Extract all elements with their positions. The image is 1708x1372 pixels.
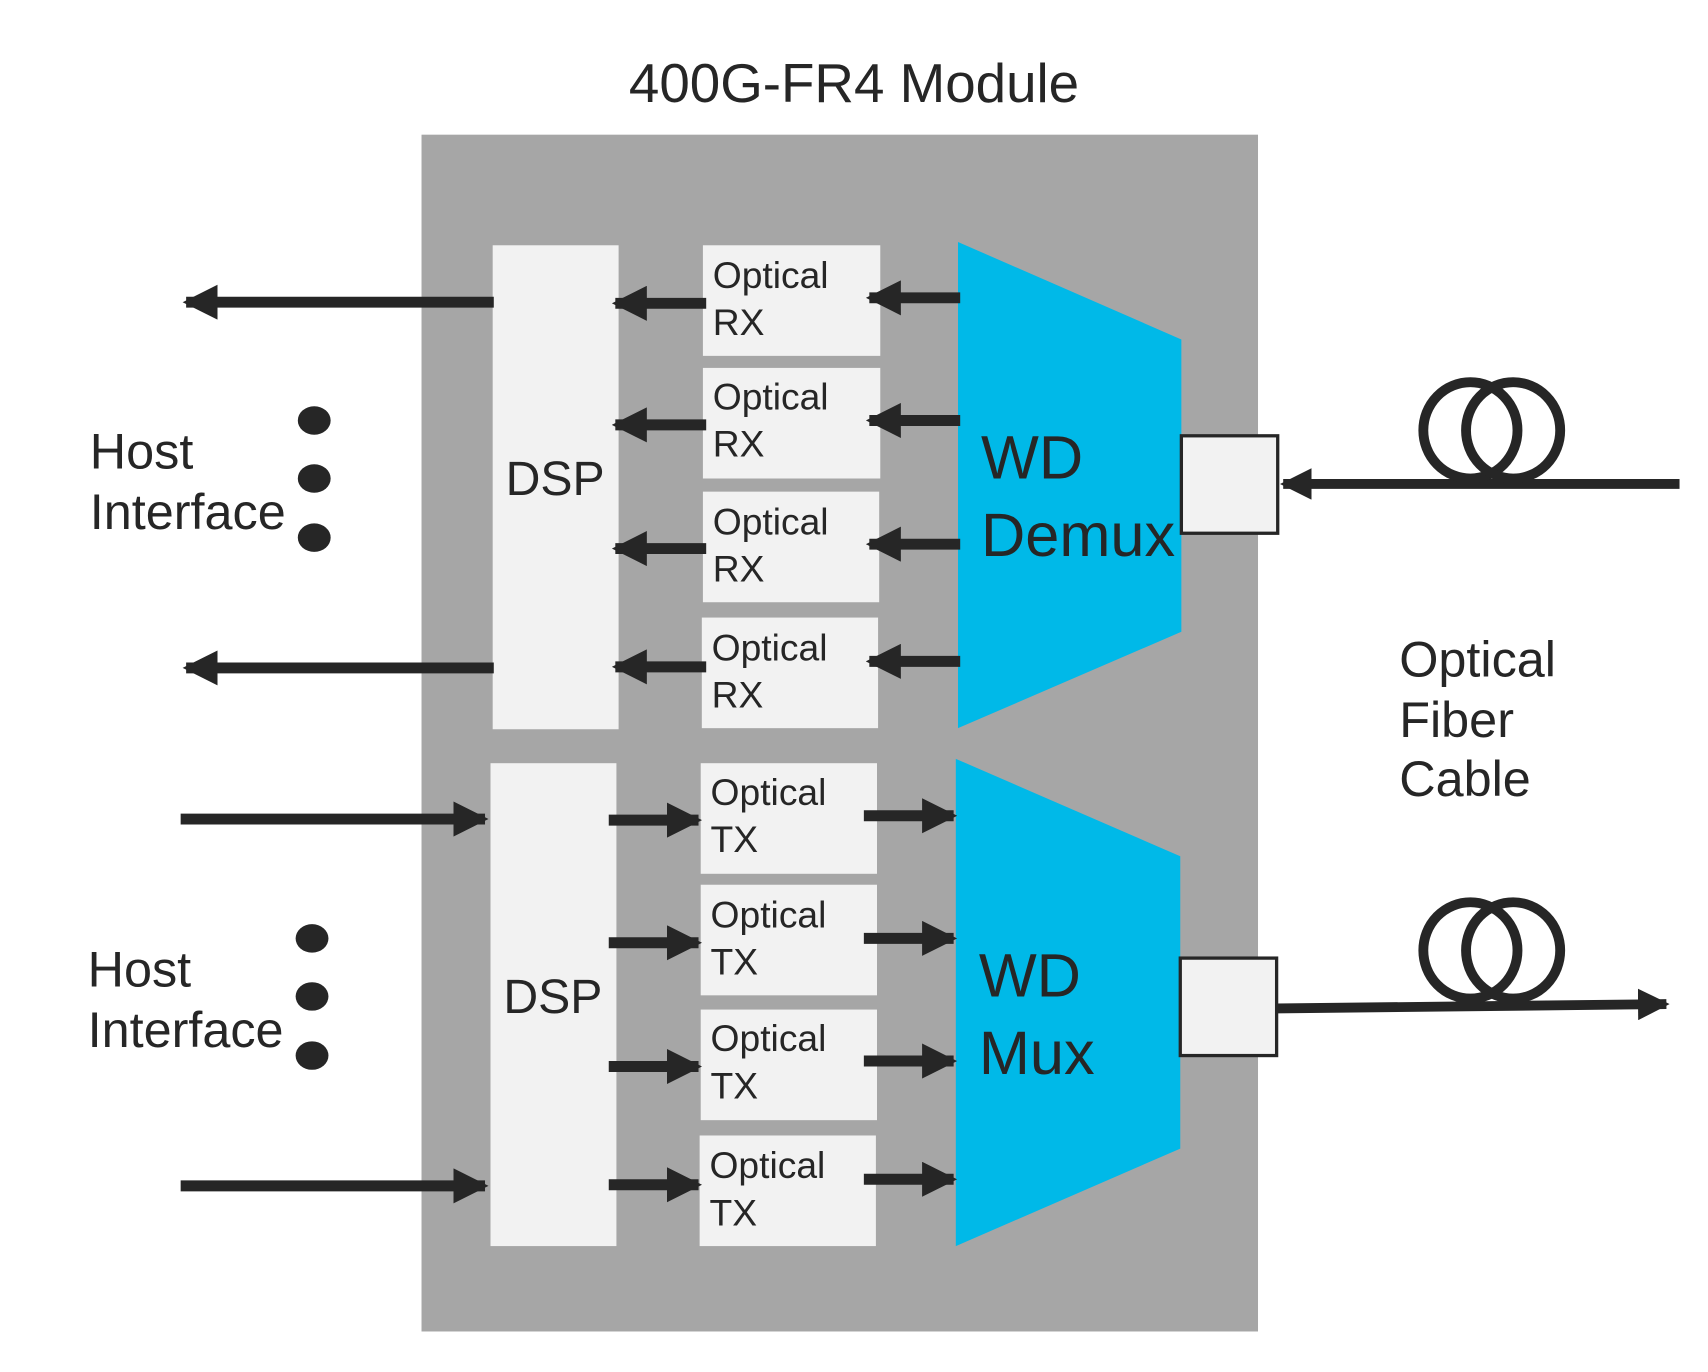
fiber-label-line1: Optical (1399, 631, 1556, 688)
svg-text:RX: RX (713, 423, 765, 465)
svg-text:RX: RX (712, 673, 764, 715)
wd-demux-label-line1: WD (981, 423, 1083, 492)
fiber-coil-icon (1418, 377, 1566, 484)
tx-host-interface-label-line1: Host (88, 941, 192, 998)
optical-rx-block: Optical RX (702, 367, 881, 479)
svg-text:Optical: Optical (713, 376, 829, 418)
svg-text:Optical: Optical (711, 893, 827, 935)
svg-text:TX: TX (711, 818, 759, 860)
rx-dsp-block (492, 245, 619, 730)
fiber-coil-icon (1418, 897, 1566, 1004)
svg-text:Optical: Optical (713, 254, 829, 296)
tx-dsp-block (490, 763, 617, 1247)
rx-host-interface-label-line2: Interface (90, 483, 286, 540)
wd-mux-label-line1: WD (979, 940, 1081, 1009)
tx-dsp-label: DSP (503, 970, 602, 1024)
svg-text:RX: RX (713, 547, 765, 589)
svg-text:Optical: Optical (711, 771, 827, 813)
transmit-path: DSP Optical TX Optical TX Optical TX Opt… (88, 758, 1670, 1247)
svg-text:TX: TX (711, 1064, 759, 1106)
optical-tx-block: Optical TX (700, 1009, 877, 1121)
wd-demux-label-line2: Demux (981, 500, 1175, 569)
optical-rx-block: Optical RX (702, 491, 880, 603)
diagram-title: 400G-FR4 Module (629, 52, 1079, 114)
optical-tx-block: Optical TX (699, 1135, 876, 1247)
receive-path: DSP Optical RX Optical RX Optical RX Opt… (90, 241, 1680, 730)
vertical-ellipsis-icon (295, 924, 329, 1070)
svg-text:RX: RX (713, 301, 765, 343)
svg-text:TX: TX (711, 941, 759, 983)
fiber-out-arrow (1276, 988, 1670, 1021)
wd-demux-block (958, 241, 1182, 729)
rx-host-interface-label-line1: Host (90, 423, 194, 480)
wd-mux-label-line2: Mux (979, 1018, 1095, 1087)
fiber-label-line2: Fiber (1399, 691, 1514, 748)
fiber-label-line3: Cable (1399, 750, 1531, 807)
svg-text:Optical: Optical (712, 626, 828, 668)
optical-rx-block: Optical RX (701, 617, 879, 729)
rx-dsp-label: DSP (506, 452, 605, 506)
tx-host-interface-label-line2: Interface (88, 1001, 284, 1058)
rx-connector-port (1179, 434, 1280, 535)
svg-text:Optical: Optical (711, 1017, 827, 1059)
tx-connector-port (1178, 956, 1279, 1058)
optical-tx-block: Optical TX (700, 763, 877, 874)
wd-mux-block (955, 758, 1181, 1247)
svg-text:Optical: Optical (713, 500, 829, 542)
vertical-ellipsis-icon (297, 406, 331, 552)
svg-text:TX: TX (709, 1191, 757, 1233)
optical-rx-block: Optical RX (702, 245, 881, 356)
optical-tx-block: Optical TX (700, 884, 877, 996)
svg-text:Optical: Optical (709, 1144, 825, 1186)
